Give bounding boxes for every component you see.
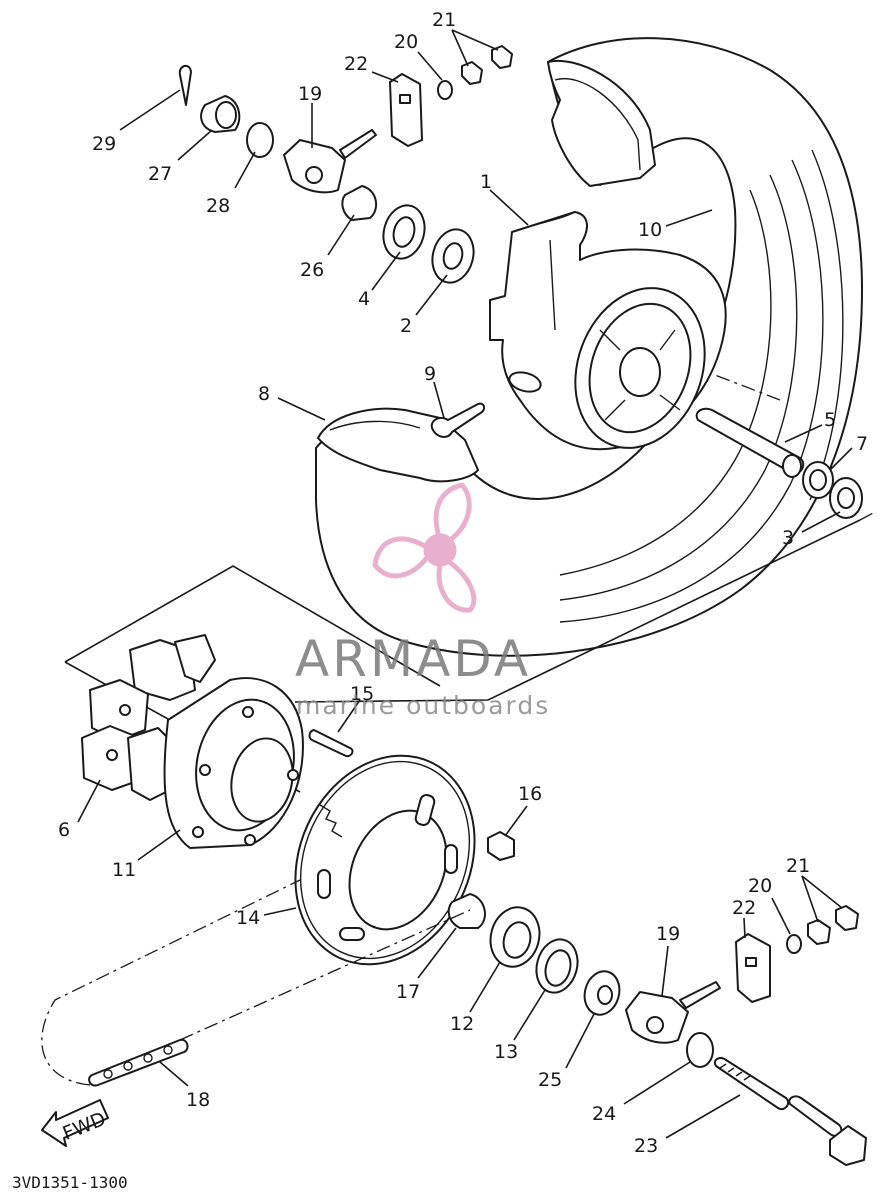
chain-adjuster-part-bottom [625,981,721,1044]
callout-17: 17 [396,981,420,1003]
part-code-label: 3VD1351-1300 [12,1173,128,1192]
damper-part [81,634,216,801]
armada-watermark: ARMADA marine outboards [295,482,550,720]
callout-3: 3 [782,527,794,549]
callout-22-bottom: 22 [732,897,756,919]
callout-7: 7 [856,433,868,455]
callout-6: 6 [58,819,70,841]
callout-20-top: 20 [394,31,418,53]
stud-bolt-part [308,729,354,758]
callout-24: 24 [592,1103,616,1125]
callout-29: 29 [92,133,116,155]
callout-4: 4 [358,288,370,310]
leader-lines [77,29,853,1139]
callout-18: 18 [186,1089,210,1111]
callout-16: 16 [518,783,542,805]
callout-10: 10 [638,219,662,241]
callout-2: 2 [400,315,412,337]
callout-11: 11 [112,859,136,881]
oil-seal-part-right [802,461,834,499]
cotter-pin-part [178,64,192,106]
callout-26: 26 [300,259,324,281]
washer-part-20-top [437,80,453,100]
chain-puller-plate-bottom [735,933,771,1003]
bearing-part-right [829,477,863,519]
callout-5: 5 [824,409,836,431]
callout-23: 23 [634,1135,658,1157]
callout-28: 28 [206,195,230,217]
callout-19-bottom: 19 [656,923,680,945]
drive-chain-part [88,1038,189,1087]
wheel-hub [489,211,727,451]
callout-13: 13 [494,1041,518,1063]
valve-stem-part [430,402,486,438]
washer-part-20-bottom [786,934,802,954]
chain-adjuster-part-top [283,129,377,194]
callout-14: 14 [236,907,260,929]
propeller-logo-icon [372,482,477,613]
callout-12: 12 [450,1013,474,1035]
nut-part-21-top [461,45,513,85]
collar-part-26 [341,185,378,221]
callout-8: 8 [258,383,270,405]
washer-part-24 [686,1032,714,1068]
axle-bolt-part [714,1056,867,1166]
oil-seal-part-13 [535,938,579,994]
callout-25: 25 [538,1069,562,1091]
callout-22-top: 22 [344,53,368,75]
callout-27: 27 [148,163,172,185]
watermark-title: ARMADA [295,630,531,688]
castle-nut-part [200,95,241,133]
callout-21-top: 21 [432,9,456,31]
nut-part-21-bottom [807,905,859,945]
callout-21-bottom: 21 [786,855,810,877]
spacer-part-5 [695,407,805,478]
collar-part-25 [583,970,621,1016]
watermark-subtitle: marine outboards [296,691,550,720]
callout-20-bottom: 20 [748,875,772,897]
collar-part-17 [447,893,486,929]
bearing-part-12 [489,906,541,968]
chain-route-line [41,879,471,1086]
washer-part-28 [246,122,274,158]
fwd-arrow-icon: FWD [41,1099,109,1147]
callout-1: 1 [480,171,492,193]
clutch-hub-part [163,677,304,849]
oil-seal-part [382,204,426,260]
callout-19-top: 19 [298,83,322,105]
nut-part-16 [487,831,515,861]
callout-9: 9 [424,363,436,385]
callout-labels: 1 2 3 4 5 7 6 8 9 10 11 12 13 14 15 16 1… [58,9,868,1157]
chain-puller-plate-top [389,73,423,147]
bearing-part-top [431,228,475,284]
sprocket-part [294,754,476,966]
axis-line-dashed [714,374,876,521]
callout-15: 15 [350,683,374,705]
